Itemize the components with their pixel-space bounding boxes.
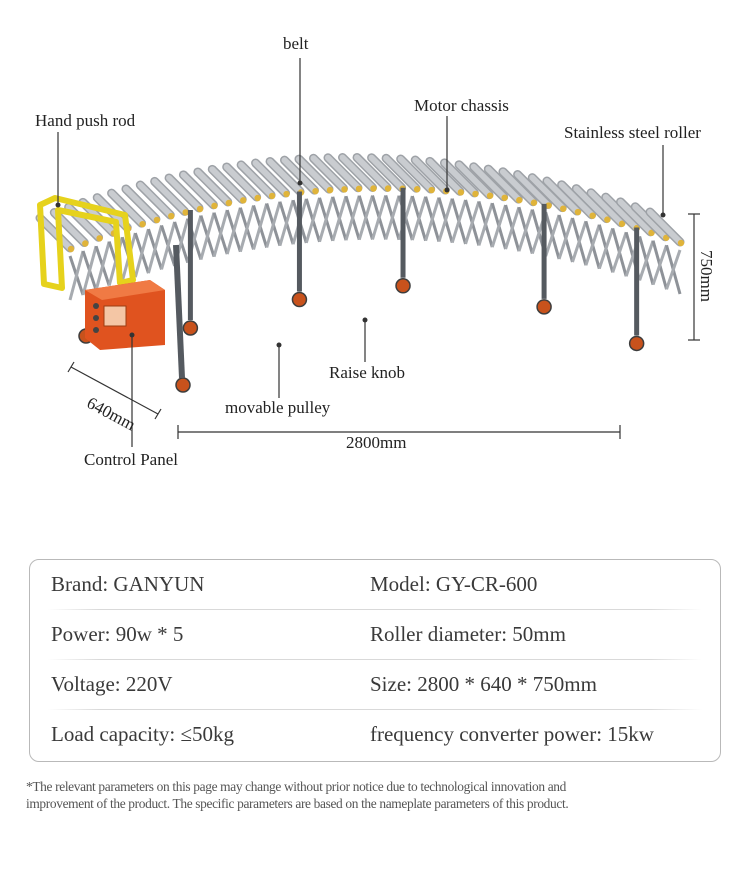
- spec-roller-diameter: Roller diameter: 50mm: [370, 622, 566, 646]
- spec-converter-power: frequency converter power: 15kw: [370, 722, 654, 746]
- roller: [396, 154, 436, 194]
- label-length-dimension: 2800mm: [346, 433, 407, 452]
- roller: [251, 158, 291, 198]
- roller: [571, 184, 611, 224]
- roller: [323, 153, 363, 193]
- dimension-lines: [67, 213, 700, 439]
- leg-assembly: [536, 203, 552, 315]
- roller: [439, 158, 479, 198]
- roller: [352, 152, 392, 192]
- label-movable-pulley: movable pulley: [225, 398, 331, 417]
- spec-power: Power: 90w * 5: [51, 622, 184, 646]
- footnote-line: improvement of the product. The specific…: [26, 796, 569, 811]
- label-motor-chassis: Motor chassis: [414, 96, 509, 115]
- roller: [630, 202, 670, 242]
- label-stainless-steel-roller: Stainless steel roller: [564, 123, 701, 142]
- roller: [35, 213, 75, 253]
- row-divider: [48, 609, 702, 610]
- footnote-line: *The relevant parameters on this page ma…: [26, 779, 566, 794]
- roller: [207, 164, 247, 204]
- row-divider: [48, 659, 702, 660]
- roller: [236, 160, 276, 200]
- roller: [527, 173, 567, 213]
- roller: [294, 154, 334, 194]
- leg-assembly: [395, 187, 411, 294]
- roller: [498, 167, 538, 207]
- roller: [454, 160, 494, 200]
- caster-wheel: [175, 377, 191, 393]
- spec-table: Brand: GANYUN Model: GY-CR-600 Power: 90…: [29, 559, 721, 762]
- roller: [469, 162, 509, 202]
- roller: [222, 162, 262, 202]
- roller: [542, 176, 582, 216]
- roller: [381, 153, 421, 193]
- roller: [586, 188, 626, 228]
- roller: [121, 184, 161, 224]
- spec-row: Brand: GANYUN Model: GY-CR-600: [30, 560, 720, 610]
- spec-row: Power: 90w * 5 Roller diameter: 50mm: [30, 610, 720, 660]
- roller: [308, 153, 348, 193]
- label-control-panel: Control Panel: [84, 450, 178, 469]
- roller: [557, 180, 597, 220]
- roller: [645, 207, 685, 247]
- footnote: *The relevant parameters on this page ma…: [26, 778, 726, 812]
- row-divider: [48, 709, 702, 710]
- roller: [483, 164, 523, 204]
- label-raise-knob: Raise knob: [329, 363, 406, 382]
- roller: [150, 176, 190, 216]
- spec-model: Model: GY-CR-600: [370, 572, 538, 596]
- roller: [513, 170, 553, 210]
- conveyor-illustration: [35, 58, 700, 447]
- label-height-dimension: 750mm: [696, 250, 716, 302]
- push-rod-frame: [37, 195, 136, 291]
- spec-row: Voltage: 220V Size: 2800 * 640 * 750mm: [30, 660, 720, 710]
- roller: [338, 153, 377, 192]
- leader-lines: [57, 58, 664, 447]
- leg-assembly: [182, 210, 199, 336]
- spec-load-capacity: Load capacity: ≤50kg: [51, 722, 234, 746]
- leg-assembly: [291, 191, 308, 308]
- label-belt: belt: [283, 34, 309, 53]
- roller: [193, 167, 233, 207]
- roller: [107, 188, 147, 228]
- scissor-linkage: [68, 195, 682, 301]
- leg-assembly: [628, 227, 645, 352]
- roller: [425, 156, 465, 196]
- spec-row: Load capacity: ≤50kg frequency converter…: [30, 710, 720, 760]
- label-hand-push-rod: Hand push rod: [35, 111, 136, 130]
- roller: [164, 173, 204, 213]
- spec-voltage: Voltage: 220V: [51, 672, 173, 696]
- roller: [135, 180, 175, 220]
- spec-size: Size: 2800 * 640 * 750mm: [370, 672, 597, 696]
- roller: [615, 197, 655, 237]
- roller: [178, 170, 218, 210]
- control-box: [85, 280, 165, 350]
- spec-brand: Brand: GANYUN: [51, 572, 205, 596]
